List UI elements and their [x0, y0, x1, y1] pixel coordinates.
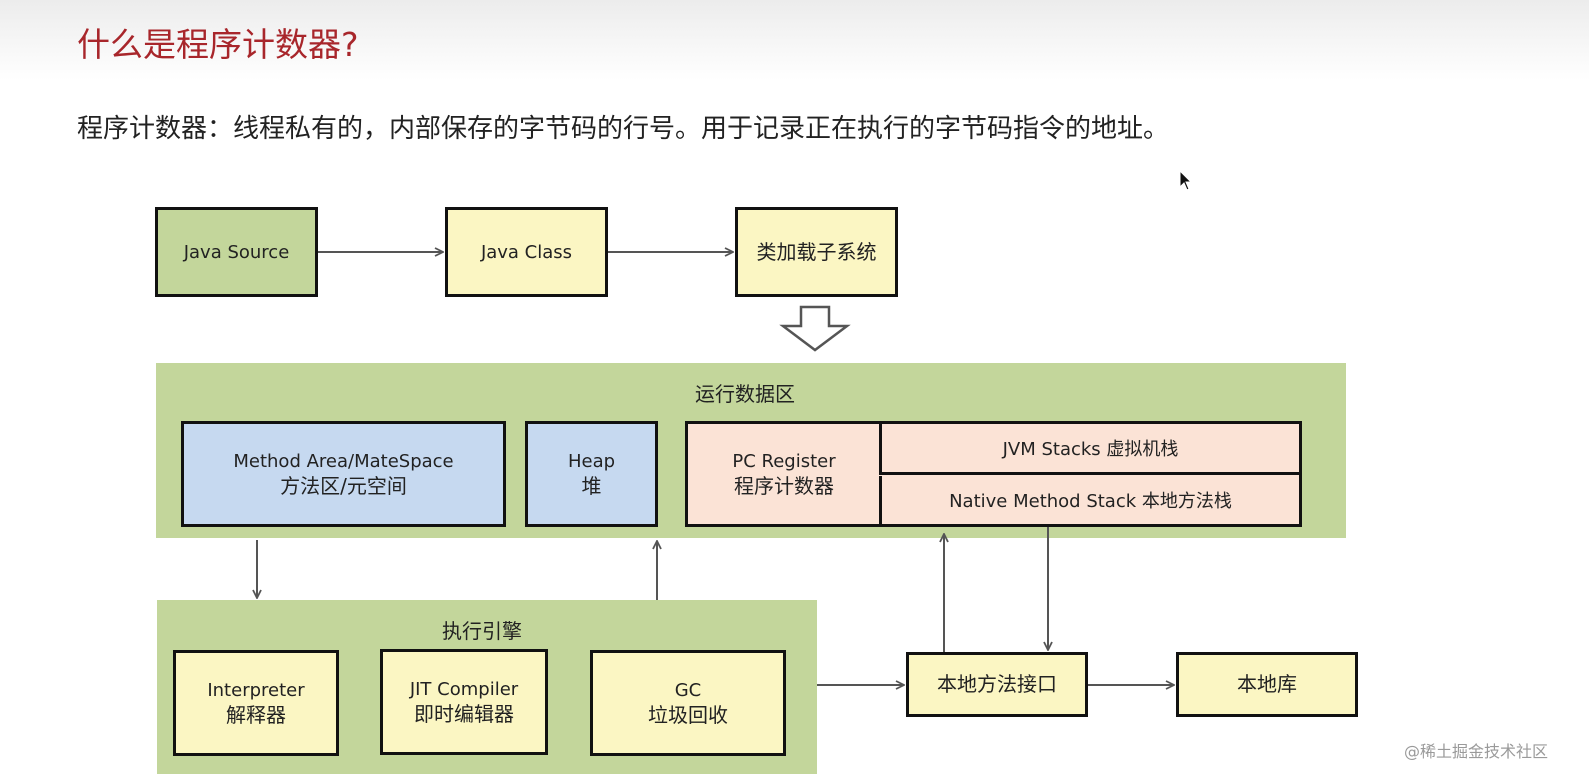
page-subtitle: 程序计数器：线程私有的，内部保存的字节码的行号。用于记录正在执行的字节码指令的地…: [77, 114, 1170, 144]
java-class-box: Java Class: [445, 207, 608, 297]
method-area-box: Method Area/MateSpace 方法区/元空间: [181, 421, 506, 527]
interpreter-label-en: Interpreter: [207, 680, 305, 701]
method-area-label-zh: 方法区/元空间: [280, 474, 407, 498]
native-library-box: 本地库: [1176, 652, 1358, 717]
hollow-down-arrow: [779, 305, 851, 352]
runtime-data-area-label: 运行数据区: [695, 382, 795, 406]
gc-label-en: GC: [674, 680, 702, 701]
java-class-label: Java Class: [480, 241, 573, 263]
jit-compiler-box: JIT Compiler 即时编辑器: [380, 649, 548, 755]
gc-label-zh: 垃圾回收: [648, 703, 728, 727]
execution-engine-label: 执行引擎: [442, 619, 522, 643]
jvm-stacks-box: JVM Stacks 虚拟机栈: [879, 424, 1299, 475]
interpreter-box: Interpreter 解释器: [173, 650, 339, 756]
java-source-label: Java Source: [183, 241, 290, 263]
jit-compiler-label-en: JIT Compiler: [409, 679, 519, 700]
jit-compiler-label-zh: 即时编辑器: [414, 702, 514, 726]
native-library-label: 本地库: [1237, 672, 1297, 696]
mouse-cursor-icon: [1179, 170, 1193, 191]
heap-box: Heap 堆: [525, 421, 658, 527]
method-area-label-en: Method Area/MateSpace: [233, 451, 454, 472]
heap-label-zh: 堆: [581, 474, 602, 498]
gc-box: GC 垃圾回收: [590, 650, 786, 756]
class-loader-label: 类加载子系统: [756, 239, 877, 264]
header-band: [0, 0, 1589, 80]
class-loader-box: 类加载子系统: [735, 207, 898, 297]
jvm-stacks-label: JVM Stacks 虚拟机栈: [1002, 439, 1179, 460]
pc-register-label: PC Register 程序计数器: [688, 449, 880, 499]
native-interface-label: 本地方法接口: [937, 672, 1057, 696]
page-title: 什么是程序计数器?: [77, 25, 359, 64]
native-method-stack-label: Native Method Stack 本地方法栈: [949, 491, 1232, 512]
pc-register-label-zh: 程序计数器: [734, 474, 834, 498]
watermark: @稀土掘金技术社区: [1404, 742, 1549, 761]
interpreter-label-zh: 解释器: [226, 703, 286, 727]
heap-label-en: Heap: [567, 451, 616, 472]
java-source-box: Java Source: [155, 207, 318, 297]
native-method-stack-box: Native Method Stack 本地方法栈: [879, 476, 1299, 524]
native-interface-box: 本地方法接口: [906, 652, 1088, 717]
pc-register-label-en: PC Register: [732, 451, 836, 472]
